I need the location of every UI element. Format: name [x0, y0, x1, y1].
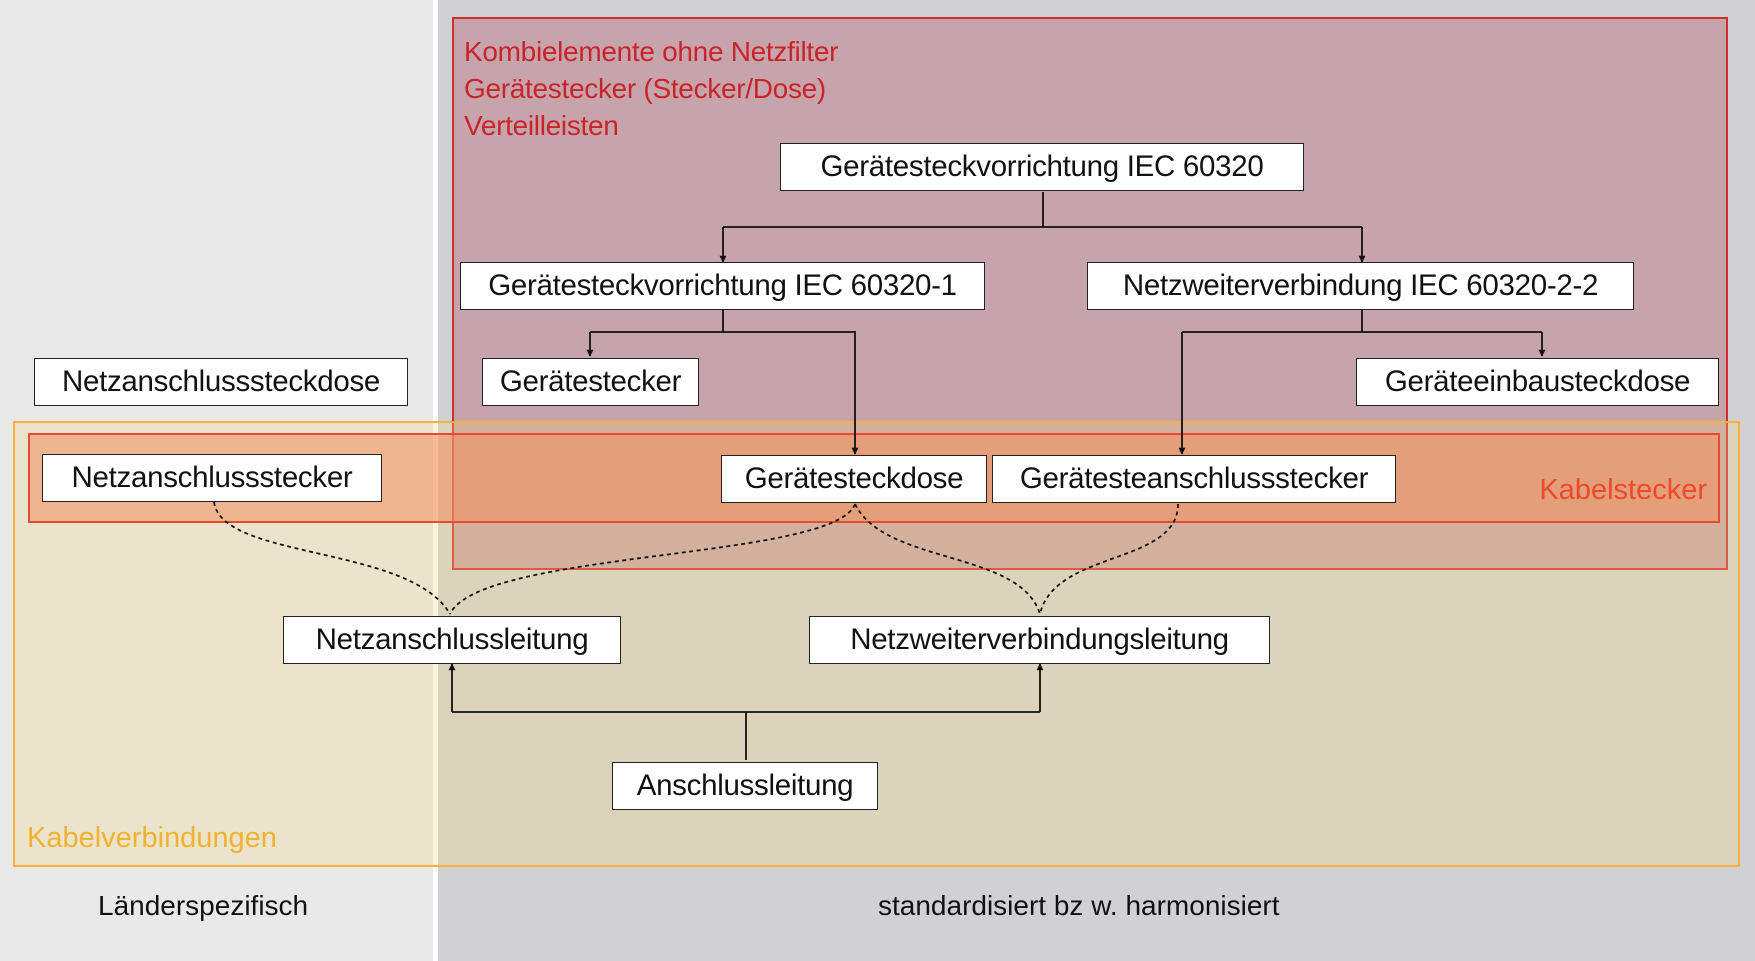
node-netzanschlusssteckdose: Netzanschlusssteckdose [34, 358, 408, 406]
node-geraetesteckdose: Gerätesteckdose [721, 455, 987, 503]
cable-connections-zone-caption: Kabelverbindungen [27, 822, 277, 854]
zone-caption-line: Verteilleisten [464, 110, 619, 141]
cable-plug-zone-caption: Kabelstecker [1539, 474, 1707, 506]
node-netzanschlussleitung: Netzanschlussleitung [283, 616, 621, 664]
zone-caption-line: Kombielemente ohne Netzfilter [464, 36, 839, 67]
node-geraeteeinbausteckdose: Geräteeinbausteckdose [1356, 358, 1719, 406]
node-iec-60320: Gerätesteckvorrichtung IEC 60320 [780, 143, 1304, 191]
node-netzweiterverbindungsleitung: Netzweiterverbindungsleitung [809, 616, 1270, 664]
node-geraeteanschlussstecker: Gerätesteanschlussstecker [992, 455, 1396, 503]
left-column-label: Länderspezifisch [98, 890, 309, 921]
node-iec-60320-2-2: Netzweiterverbindung IEC 60320-2-2 [1087, 262, 1634, 310]
node-netzanschlussstecker: Netzanschlussstecker [42, 454, 382, 502]
node-anschlussleitung: Anschlussleitung [612, 762, 878, 810]
zone-caption-line: Gerätestecker (Stecker/Dose) [464, 73, 826, 104]
node-iec-60320-1: Gerätesteckvorrichtung IEC 60320-1 [460, 262, 985, 310]
right-column-label: standardisiert bz w. harmonisiert [878, 890, 1280, 921]
device-connector-zone-caption: Kombielemente ohne Netzfilter Gerätestec… [464, 33, 838, 144]
node-geraetestecker: Gerätestecker [482, 358, 699, 406]
